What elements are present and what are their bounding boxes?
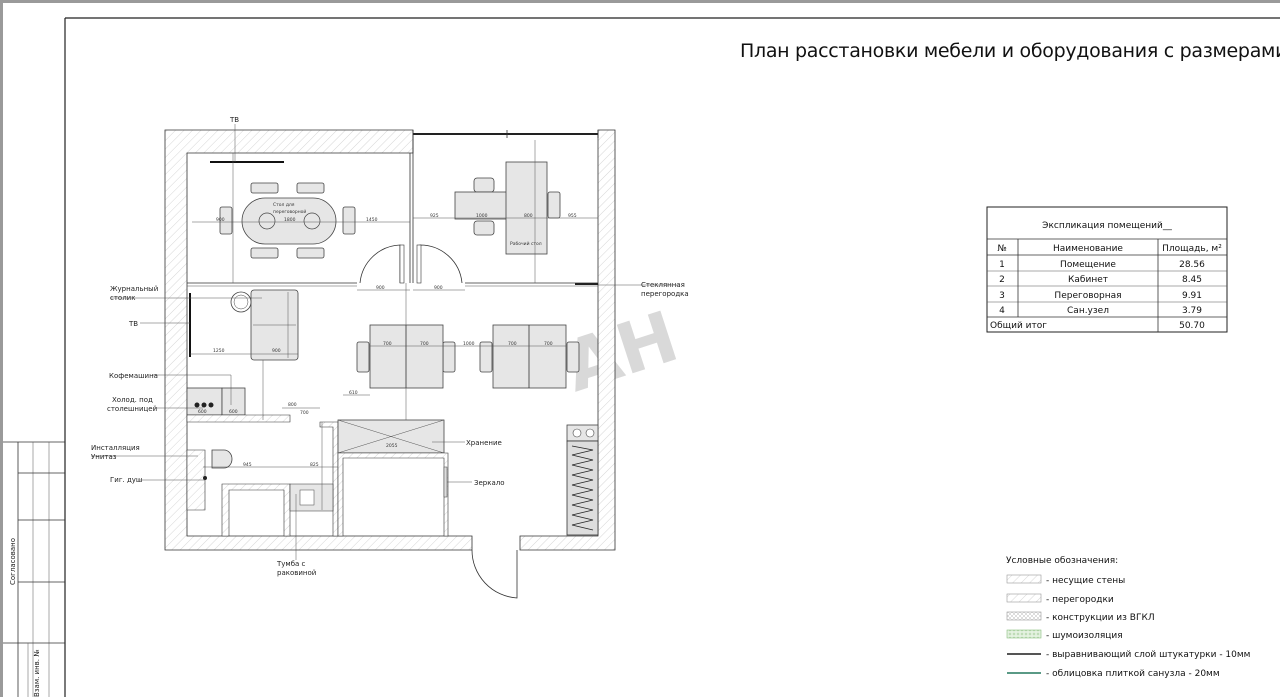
- dim: 800: [524, 213, 533, 219]
- door-meeting: [359, 244, 401, 284]
- row-area: 28.56: [1179, 260, 1205, 270]
- left-border: [0, 0, 3, 697]
- legend-item: - конструкции из ВГКЛ: [1046, 613, 1155, 623]
- row-name: Кабинет: [1068, 275, 1108, 285]
- legend-item: - перегородки: [1046, 595, 1114, 605]
- label-mirror: Зеркало: [474, 479, 505, 487]
- label-fridge: Холод. под: [112, 396, 153, 404]
- legend-item: - несущие стены: [1046, 576, 1125, 586]
- label-coffee-machine: Кофемашина: [109, 372, 158, 380]
- dim: 700: [544, 341, 553, 347]
- row-n: 1: [999, 260, 1005, 270]
- label-work-table: Рабочий стол: [510, 240, 542, 247]
- dim: 945: [243, 462, 252, 468]
- row-area: 8.45: [1182, 275, 1202, 285]
- label-meeting-table-2: переговорной: [273, 208, 306, 215]
- meeting-table: [219, 182, 356, 259]
- legend-swatch-walls: [1006, 574, 1042, 584]
- dim: 700: [383, 341, 392, 347]
- table-row: 4 Сан.узел 3.79: [999, 306, 1202, 316]
- dim: 900: [376, 285, 385, 291]
- total-value: 50.70: [1179, 321, 1205, 331]
- callouts: ТВ Стол для переговорной Рабочий стол Жу…: [91, 116, 689, 577]
- legend-item: - облицовка плиткой санузла - 20мм: [1046, 669, 1220, 679]
- dim: 700: [420, 341, 429, 347]
- row-area: 9.91: [1182, 291, 1202, 301]
- dim: 900: [434, 285, 443, 291]
- label-tv-left: ТВ: [128, 320, 138, 328]
- label-glass-partition-2: перегородка: [641, 290, 689, 298]
- door-cabinet: [419, 244, 463, 284]
- dim: 800: [288, 402, 297, 408]
- hyg-shower: [203, 476, 207, 480]
- dim: 1000: [463, 341, 475, 347]
- dim: 700: [508, 341, 517, 347]
- row-name: Переговорная: [1054, 291, 1121, 301]
- dim: 1000: [476, 213, 488, 219]
- label-hyg-shower: Гиг. душ: [110, 476, 142, 484]
- row-n: 3: [999, 291, 1005, 301]
- label-toilet: Унитаз: [91, 453, 117, 461]
- label-sink: Тумба с: [276, 560, 306, 568]
- dim: 900: [216, 217, 225, 223]
- col-area: Площадь, м²: [1162, 244, 1222, 254]
- label-installation: Инсталляция: [91, 444, 140, 452]
- dim: 1450: [366, 217, 378, 223]
- wall-right: [519, 129, 616, 551]
- col-number: №: [997, 244, 1006, 254]
- legend-item: - выравнивающий слой штукатурки - 10мм: [1046, 650, 1250, 660]
- label-meeting-table: Стол для: [273, 202, 295, 208]
- dim: 925: [430, 213, 439, 219]
- row-area: 3.79: [1182, 306, 1202, 316]
- legend: Условные обозначения: - несущие стены - …: [1006, 556, 1250, 679]
- explication-table: Экспликация помещений__ № Наименование П…: [986, 206, 1228, 333]
- table-row: 2 Кабинет 8.45: [999, 275, 1202, 285]
- dim: 600: [198, 409, 207, 415]
- legend-swatch-partitions: [1006, 593, 1042, 603]
- row-n: 4: [999, 306, 1005, 316]
- row-name: Помещение: [1060, 260, 1116, 270]
- dim: 1250: [213, 348, 225, 354]
- label-storage: Хранение: [466, 439, 502, 447]
- dim: 700: [300, 410, 309, 416]
- tables-middle: [356, 324, 580, 389]
- total-label: Общий итог: [990, 321, 1047, 331]
- label-sink-2: раковиной: [277, 569, 316, 577]
- floor-plan: 900 1800 1450 925 1000 800 955 900 900 1…: [164, 129, 616, 599]
- side-stamp: Согласовано Взам. инв. №: [3, 441, 65, 697]
- dim: 2055: [386, 443, 398, 449]
- page-title: План расстановки мебели и оборудования с…: [740, 40, 1280, 62]
- dim: 600: [229, 409, 238, 415]
- label-fridge-2: столешницей: [107, 405, 157, 413]
- top-border: [0, 0, 1280, 3]
- dim: 1800: [284, 217, 296, 223]
- stamp-inv: Взам. инв. №: [33, 649, 41, 697]
- label-tv-top: ТВ: [229, 116, 239, 124]
- table-row: 3 Переговорная 9.91: [999, 291, 1202, 301]
- legend-title: Условные обозначения:: [1006, 556, 1118, 566]
- row-name: Сан.узел: [1067, 306, 1109, 316]
- door-entrance: [471, 549, 518, 599]
- mirror: [443, 466, 448, 498]
- col-name: Наименование: [1053, 244, 1123, 254]
- legend-item: - шумоизоляция: [1046, 631, 1123, 641]
- explication-title: Экспликация помещений__: [1042, 221, 1172, 231]
- work-desk: [454, 161, 561, 255]
- dim: 955: [568, 213, 577, 219]
- legend-swatch-gkl: [1006, 611, 1042, 621]
- label-coffee-table: Журнальный: [110, 285, 158, 293]
- legend-swatch-noise: [1006, 629, 1042, 639]
- dim: 825: [310, 462, 319, 468]
- dim: 610: [349, 390, 358, 396]
- dim: 900: [272, 348, 281, 354]
- table-row: 1 Помещение 28.56: [999, 260, 1205, 270]
- stamp-agreed: Согласовано: [9, 538, 17, 585]
- radiator: [566, 440, 599, 536]
- row-n: 2: [999, 275, 1005, 285]
- toilet: [211, 449, 233, 469]
